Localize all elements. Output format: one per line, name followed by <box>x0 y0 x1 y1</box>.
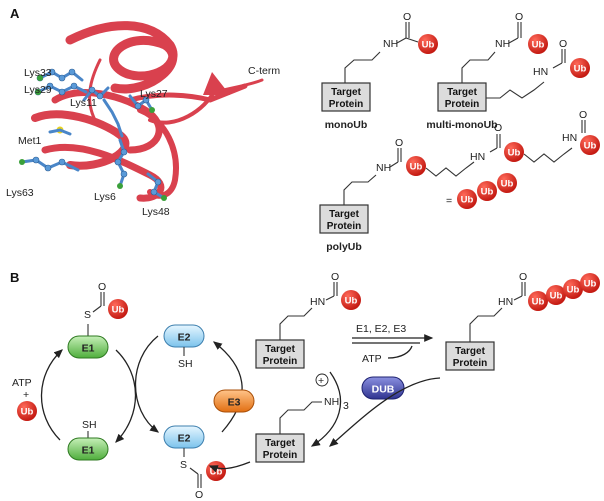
svg-text:Ub: Ub <box>584 279 597 290</box>
svg-text:NH: NH <box>376 162 391 174</box>
residue-lys63: Lys63 <box>6 187 34 199</box>
e123-label: E1, E2, E3 <box>356 323 406 335</box>
equals-sign: = <box>446 195 452 207</box>
svg-text:HN: HN <box>533 66 548 78</box>
svg-text:O: O <box>519 271 527 283</box>
svg-text:Ub: Ub <box>410 162 423 173</box>
svg-text:Target: Target <box>447 87 477 98</box>
free-ub-ball <box>17 401 37 421</box>
svg-text:HN: HN <box>498 296 513 308</box>
svg-text:Ub: Ub <box>481 187 494 198</box>
svg-text:O: O <box>494 122 502 134</box>
target-line2: Protein <box>329 99 363 110</box>
nh3-text: NH <box>324 396 339 408</box>
ubiquitin-ribbon-structure <box>31 21 264 202</box>
svg-text:Ub: Ub <box>501 179 514 190</box>
e1-label: E1 <box>82 343 95 355</box>
svg-text:Target: Target <box>265 344 295 355</box>
target-protein-polyub <box>445 341 495 371</box>
svg-text:S: S <box>180 459 187 471</box>
dub-enzyme <box>361 376 405 400</box>
svg-text:Ub: Ub <box>112 305 125 316</box>
svg-text:E2: E2 <box>178 433 191 445</box>
svg-text:Ub: Ub <box>461 195 474 206</box>
residue-lys29: Lys29 <box>24 84 52 96</box>
e1-free-enzyme <box>67 437 109 461</box>
svg-text:O: O <box>395 137 403 149</box>
e1-ub-enzyme <box>67 335 109 359</box>
atp-label: ATP <box>12 377 32 389</box>
svg-text:Protein: Protein <box>453 358 487 369</box>
residue-lys6: Lys6 <box>94 191 116 203</box>
svg-text:O: O <box>515 11 523 23</box>
svg-text:O: O <box>579 109 587 121</box>
panel-b-label: B <box>10 270 19 285</box>
svg-text:Target: Target <box>329 209 359 220</box>
svg-text:SH: SH <box>178 358 193 370</box>
svg-text:HN: HN <box>470 151 485 163</box>
e3-label: E3 <box>228 397 241 409</box>
e2-label: E2 <box>178 332 191 344</box>
svg-text:Ub: Ub <box>584 141 597 152</box>
poly-ub-label: polyUb <box>326 241 362 253</box>
target-protein-ub <box>255 339 305 369</box>
svg-text:Protein: Protein <box>445 99 479 110</box>
svg-text:Ub: Ub <box>532 297 545 308</box>
mono-ub-label: monoUb <box>325 119 368 131</box>
charge-plus: + <box>318 375 324 387</box>
lysine-sidechains <box>19 68 167 201</box>
svg-text:NH: NH <box>495 38 510 50</box>
atp-plus: + <box>23 389 29 401</box>
residue-met1: Met1 <box>18 135 42 147</box>
svg-text:Target: Target <box>455 346 485 357</box>
residue-lys33: Lys33 <box>24 67 52 79</box>
target-protein-free <box>255 433 305 463</box>
svg-text:O: O <box>331 271 339 283</box>
svg-text:Protein: Protein <box>263 356 297 367</box>
svg-text:S: S <box>84 309 91 321</box>
ub-text: Ub <box>422 40 435 51</box>
mono-ub-structure: NH O Ub Target Protein monoUb <box>321 11 438 131</box>
ub-ball <box>418 34 438 54</box>
nh3-subscript: 3 <box>343 400 349 412</box>
svg-text:Protein: Protein <box>263 450 297 461</box>
target-line1: Target <box>331 87 361 98</box>
svg-text:Ub: Ub <box>21 407 34 418</box>
dub-label: DUB <box>372 384 395 396</box>
svg-text:HN: HN <box>310 296 325 308</box>
svg-text:SH: SH <box>82 419 97 431</box>
nh-text: NH <box>383 38 398 50</box>
svg-text:Ub: Ub <box>532 40 545 51</box>
svg-text:O: O <box>98 281 106 293</box>
svg-text:Ub: Ub <box>508 148 521 159</box>
svg-text:Ub: Ub <box>345 296 358 307</box>
svg-text:Target: Target <box>265 438 295 449</box>
residue-lys11: Lys11 <box>70 97 97 109</box>
multi-mono-ub-label: multi-monoUb <box>426 119 497 131</box>
e3-enzyme <box>213 389 255 413</box>
multi-mono-ub-structure: NH O Ub HN O Ub Target Protein multi-mon… <box>426 11 590 131</box>
svg-text:Ub: Ub <box>550 291 563 302</box>
residue-lys48: Lys48 <box>142 206 170 218</box>
poly-ub-structure: NH O Ub HN O Ub HN O Ub Target Protein p… <box>319 109 600 253</box>
svg-text:Ub: Ub <box>574 64 587 75</box>
svg-text:E1: E1 <box>82 445 95 457</box>
atp-label-2: ATP <box>362 353 382 365</box>
panel-a-label: A <box>10 6 20 21</box>
svg-text:Protein: Protein <box>327 221 361 232</box>
svg-text:O: O <box>559 38 567 50</box>
c-term-label: C-term <box>248 65 280 77</box>
svg-text:O: O <box>195 489 203 501</box>
svg-text:Ub: Ub <box>567 285 580 296</box>
svg-text:HN: HN <box>562 132 577 144</box>
residue-lys27: Lys27 <box>140 88 168 100</box>
o-text: O <box>403 11 411 23</box>
